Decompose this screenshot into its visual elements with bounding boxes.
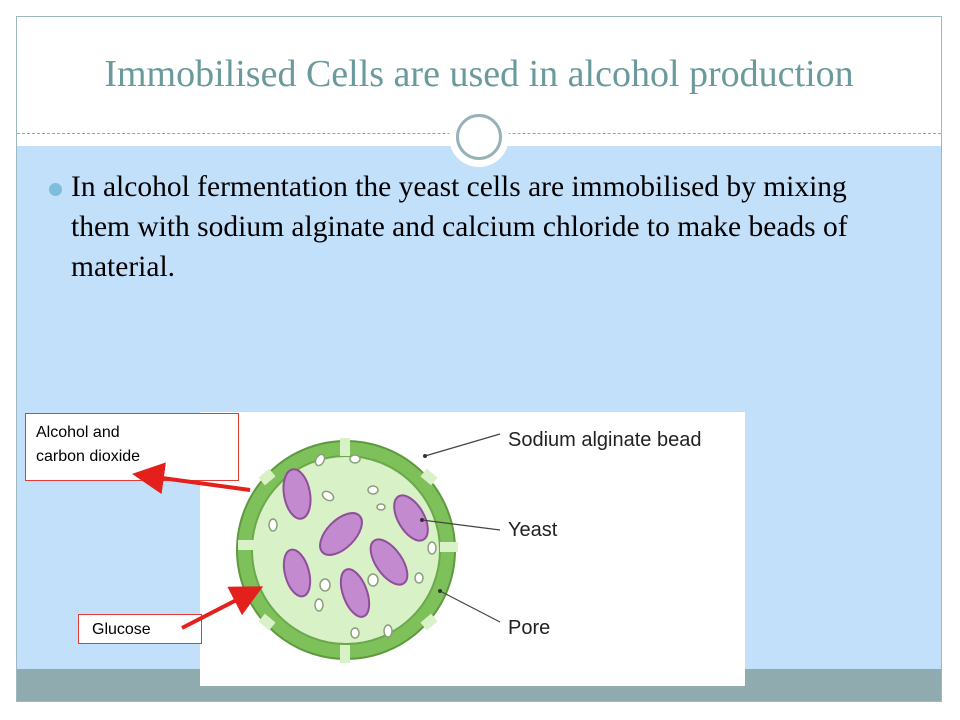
bullet-dot bbox=[49, 183, 62, 196]
pores bbox=[238, 438, 458, 663]
callout-alcohol-line2: carbon dioxide bbox=[36, 448, 141, 465]
callout-glucose: Glucose bbox=[78, 614, 202, 644]
label-bead: Sodium alginate bead bbox=[508, 429, 701, 451]
slide-frame bbox=[16, 16, 942, 702]
particles bbox=[268, 453, 437, 639]
callout-alcohol-line1: Alcohol and bbox=[36, 424, 120, 441]
callout-alcohol: Alcohol and carbon dioxide bbox=[25, 413, 239, 481]
bead-pointer-dot bbox=[423, 454, 427, 458]
ring-ornament-inner bbox=[456, 114, 502, 160]
alcohol-arrow bbox=[132, 462, 251, 495]
label-pore: Pore bbox=[508, 617, 550, 639]
leader-lines bbox=[421, 433, 501, 623]
pore-pointer-dot bbox=[438, 589, 442, 593]
glucose-arrow bbox=[181, 586, 264, 630]
bullet-text: In alcohol fermentation the yeast cells … bbox=[71, 171, 848, 283]
yeast-pointer-dot bbox=[420, 518, 424, 522]
label-yeast: Yeast bbox=[508, 519, 558, 541]
bead-diagram-svg: Sodium alginate bead Yeast Pore bbox=[236, 429, 701, 663]
bead-diagram: Sodium alginate bead Yeast Pore bbox=[200, 412, 745, 686]
yeast-cells bbox=[282, 468, 429, 618]
slide-title: Immobilised Cells are used in alcohol pr… bbox=[104, 53, 854, 95]
